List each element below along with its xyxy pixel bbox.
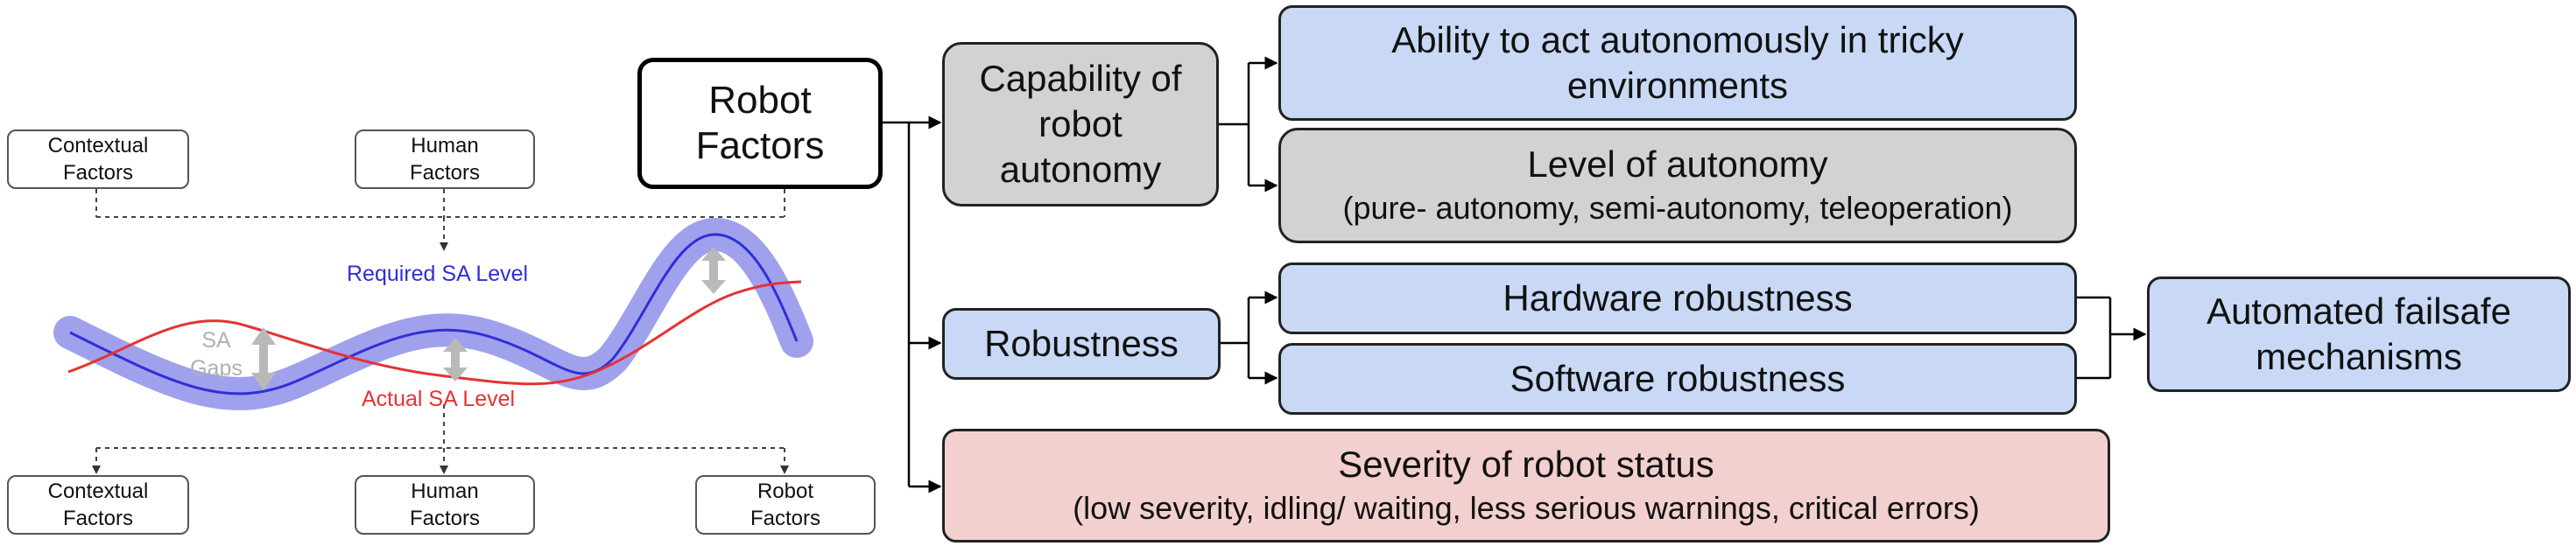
capability-label: Capability of robot autonomy xyxy=(979,58,1182,190)
severity-detail: (low severity, idling/ waiting, less ser… xyxy=(1073,490,1980,526)
human-factors-top-label: Human Factors xyxy=(409,134,480,185)
sa-illustration xyxy=(53,189,813,474)
human-factors-bottom-label: Human Factors xyxy=(409,480,480,530)
level-of-autonomy-title: Level of autonomy xyxy=(1527,144,1828,185)
contextual-factors-top-box: Contextual Factors xyxy=(7,130,189,189)
robot-factors-bottom-box: Robot Factors xyxy=(695,475,876,535)
required-sa-line xyxy=(69,233,799,396)
software-robustness-box: Software robustness xyxy=(1278,343,2077,415)
level-of-autonomy-box: Level of autonomy (pure- autonomy, semi-… xyxy=(1278,128,2077,243)
sa-gap-arrow-2 xyxy=(443,338,468,382)
capability-box: Capability of robot autonomy xyxy=(942,42,1219,206)
sa-gap-arrow-1 xyxy=(251,327,276,390)
severity-box: Severity of robot status (low severity, … xyxy=(942,429,2110,542)
failsafe-box: Automated failsafe mechanisms xyxy=(2147,276,2571,392)
actual-sa-line xyxy=(67,280,802,386)
robot-factors-label: Robot Factors xyxy=(695,79,825,167)
robustness-box: Robustness xyxy=(942,308,1221,380)
sa-gap-arrows xyxy=(251,247,726,390)
ability-box: Ability to act autonomously in tricky en… xyxy=(1278,5,2077,121)
top-dashed-connectors xyxy=(95,189,785,251)
level-of-autonomy-detail: (pure- autonomy, semi-autonomy, teleoper… xyxy=(1342,190,2013,226)
contextual-factors-bottom-label: Contextual Factors xyxy=(47,480,149,530)
software-robustness-label: Software robustness xyxy=(1510,358,1846,399)
actual-sa-level-label: Actual SA Level xyxy=(362,387,516,411)
hardware-robustness-label: Hardware robustness xyxy=(1503,277,1853,318)
robustness-label: Robustness xyxy=(984,323,1179,364)
contextual-factors-top-label: Contextual Factors xyxy=(47,134,149,185)
required-sa-band xyxy=(53,218,813,410)
failsafe-label: Automated failsafe mechanisms xyxy=(2206,290,2511,377)
hardware-robustness-box: Hardware robustness xyxy=(1278,262,2077,334)
ability-label: Ability to act autonomously in tricky en… xyxy=(1391,19,1964,106)
bottom-dashed-connectors xyxy=(92,404,789,474)
human-factors-top-box: Human Factors xyxy=(355,130,535,189)
human-factors-bottom-box: Human Factors xyxy=(355,475,535,535)
contextual-factors-bottom-box: Contextual Factors xyxy=(7,475,189,535)
sa-gaps-label: SA Gaps xyxy=(190,328,243,381)
sa-gap-arrow-3 xyxy=(701,247,726,294)
required-sa-level-label: Required SA Level xyxy=(347,262,529,286)
robot-factors-box: Robot Factors xyxy=(637,58,883,189)
robot-factors-bottom-label: Robot Factors xyxy=(750,480,820,530)
severity-title: Severity of robot status xyxy=(1338,444,1714,485)
